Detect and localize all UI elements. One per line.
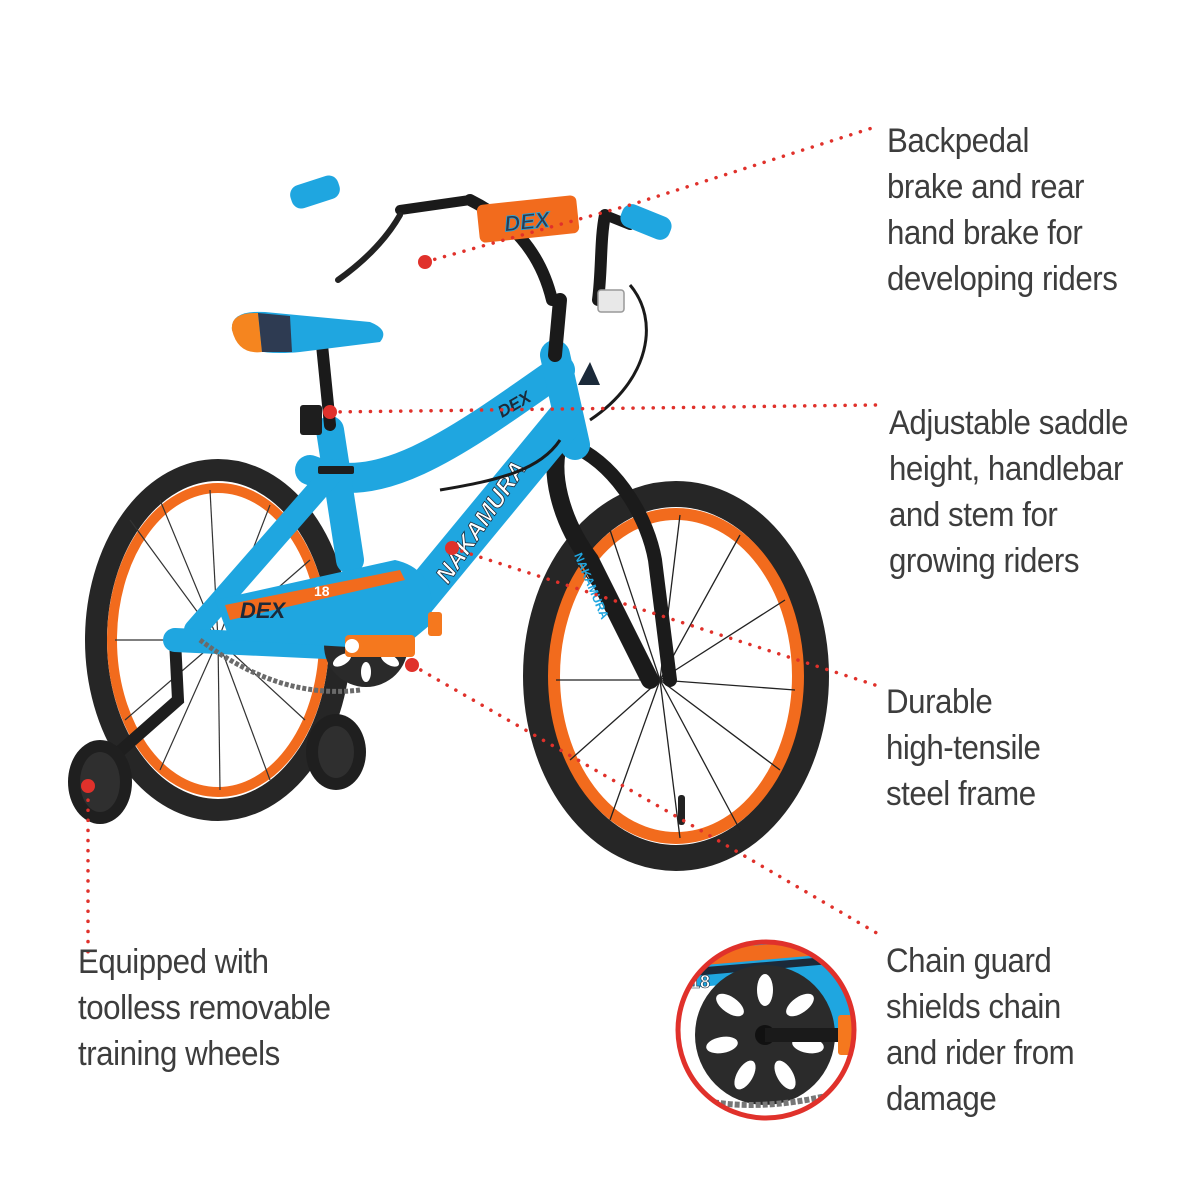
svg-text:18: 18 (314, 583, 330, 599)
anchor-dot-frame (445, 541, 459, 555)
chain-guard-inset: 18 (675, 939, 857, 1121)
pedal (345, 635, 415, 657)
svg-text:NAKAMURA: NAKAMURA (431, 456, 532, 588)
right-grip (620, 204, 672, 240)
callout-brakes: Backpedal brake and rear hand brake for … (887, 122, 1118, 298)
saddle (231, 311, 384, 474)
anchor-dot-chain-guard (405, 658, 419, 672)
anchor-dot-adjustable (323, 405, 337, 419)
svg-text:DEX: DEX (503, 207, 552, 237)
valve-stem (678, 795, 685, 825)
training-wheels (68, 634, 366, 824)
brake-lever (335, 212, 403, 283)
callout-anchor-dots (81, 255, 459, 793)
inset-ring (675, 939, 857, 1121)
anchor-dot-training-wheels (81, 779, 95, 793)
callout-line-chain-guard (410, 663, 882, 937)
handlebar: DEX (290, 175, 672, 492)
callout-adjustable: Adjustable saddle height, handlebar and … (889, 404, 1129, 580)
callout-chain-guard: Chain guard shields chain and rider from… (886, 942, 1075, 1118)
callout-line-frame (450, 546, 877, 687)
drivetrain: DEX 18 (198, 560, 442, 694)
callout-frame: Durable high-tensile steel frame (886, 683, 1041, 813)
front-reflector (597, 289, 625, 313)
svg-text:DEX: DEX (240, 598, 287, 623)
callout-line-brakes (423, 126, 874, 264)
rear-reflector (300, 405, 322, 435)
callout-lines (86, 126, 882, 957)
crossbar-pad (476, 195, 580, 243)
left-grip (290, 175, 340, 209)
callout-line-adjustable (328, 403, 878, 414)
anchor-dot-brakes (418, 255, 432, 269)
callout-training-wheels: Equipped with toolless removable trainin… (78, 943, 331, 1073)
